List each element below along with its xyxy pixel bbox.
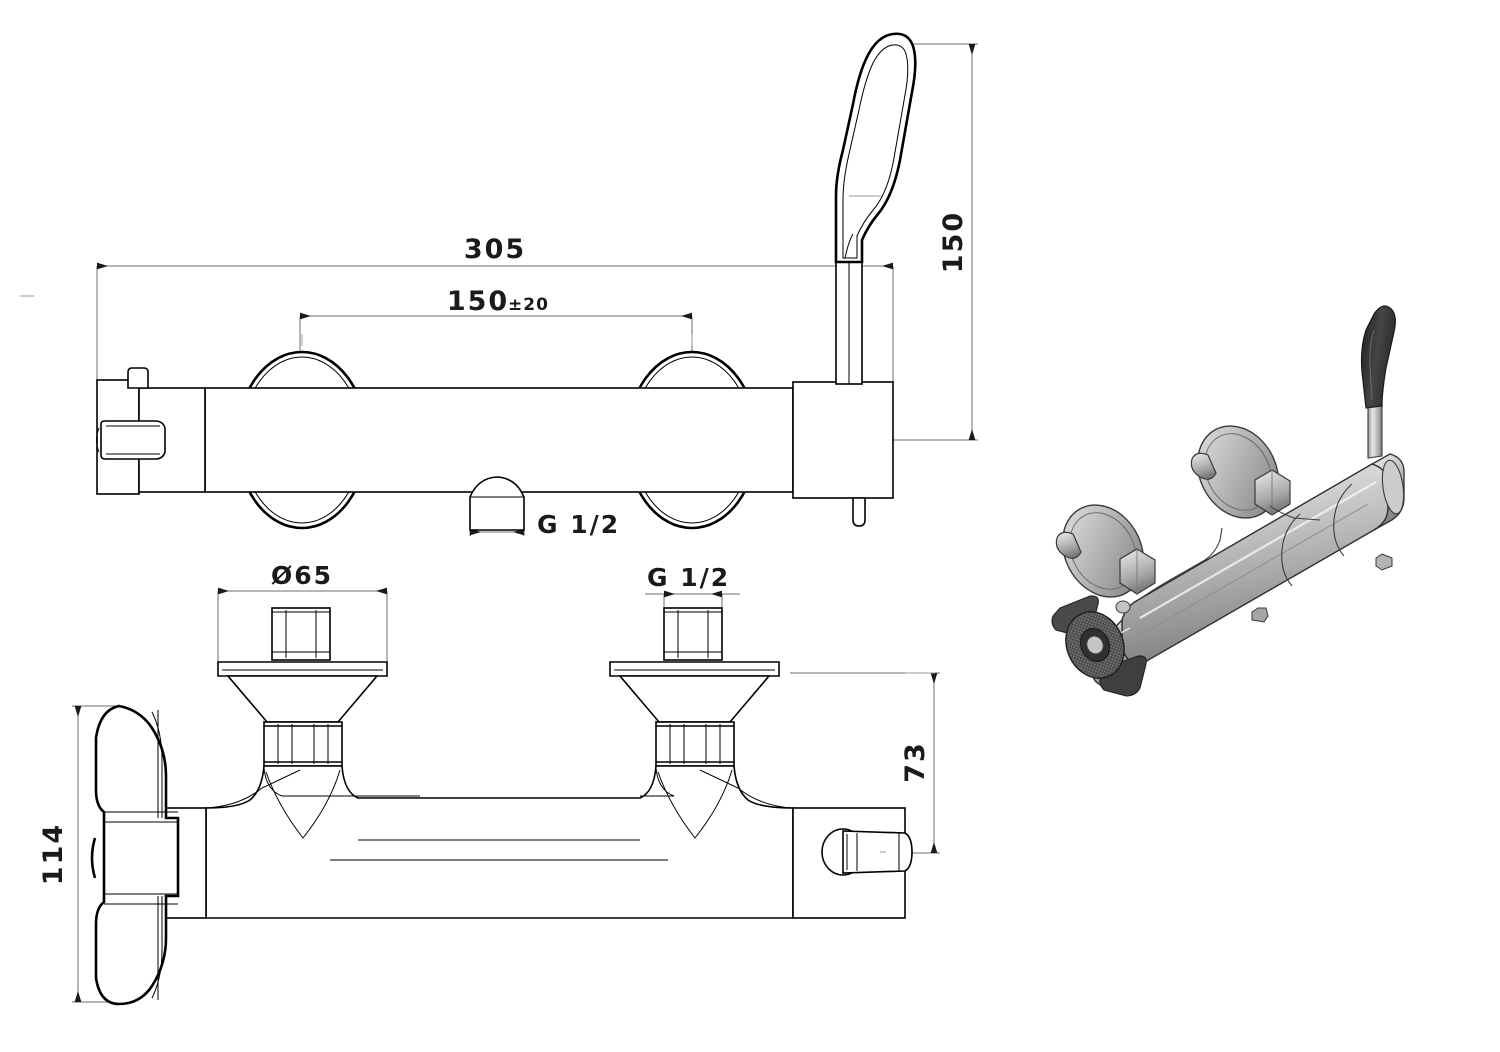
dimension-g12-top: G 1/2 bbox=[469, 497, 620, 539]
iso-escutcheon-front bbox=[1055, 504, 1156, 598]
dimension-150-tolerance-label: ±20 bbox=[508, 295, 549, 315]
dimension-305-label: 305 bbox=[464, 234, 526, 265]
front-view-cross-handle bbox=[90, 704, 180, 1006]
dimension-150-height-label: 150 bbox=[938, 211, 969, 273]
iso-shower-lever bbox=[1360, 305, 1396, 459]
dimension-114: 114 bbox=[38, 705, 120, 1003]
iso-cross-handle bbox=[1051, 595, 1147, 697]
top-view-shower-lever bbox=[834, 32, 917, 385]
iso-assembly bbox=[1051, 305, 1405, 697]
dimension-d65: Ø65 bbox=[217, 561, 388, 672]
top-view-outlet-boss bbox=[469, 476, 525, 531]
dimension-d65-label: Ø65 bbox=[271, 561, 333, 590]
dimension-73: 73 bbox=[790, 672, 940, 854]
dimension-305: 305 bbox=[96, 234, 894, 392]
top-view-temperature-handle bbox=[96, 420, 166, 460]
iso-vent-screw bbox=[1115, 600, 1131, 614]
top-view-body bbox=[204, 387, 794, 493]
iso-outlet-pin bbox=[1375, 553, 1393, 571]
iso-top-boss bbox=[1251, 607, 1269, 623]
dimension-150-label: 150 bbox=[447, 286, 509, 317]
front-view-escutcheon-right bbox=[609, 607, 780, 898]
dimension-g12-top-label: G 1/2 bbox=[537, 510, 620, 539]
iso-escutcheon-rear bbox=[1190, 425, 1291, 519]
top-view-vent-boss bbox=[127, 367, 149, 389]
front-view-outlet-spout bbox=[821, 828, 913, 876]
top-view-side-pin bbox=[852, 497, 866, 527]
dimension-g12-front: G 1/2 bbox=[645, 563, 740, 614]
front-view-escutcheon-left bbox=[217, 607, 388, 898]
top-view-right-cap bbox=[792, 381, 894, 499]
dimension-150-height: 150 bbox=[893, 43, 978, 441]
dimension-150-centers: 150 ±20 bbox=[299, 286, 693, 368]
dimension-g12-front-label: G 1/2 bbox=[647, 563, 730, 592]
front-view-body bbox=[205, 765, 794, 919]
dimension-114-label: 114 bbox=[38, 823, 69, 885]
dimension-73-label: 73 bbox=[900, 741, 931, 783]
